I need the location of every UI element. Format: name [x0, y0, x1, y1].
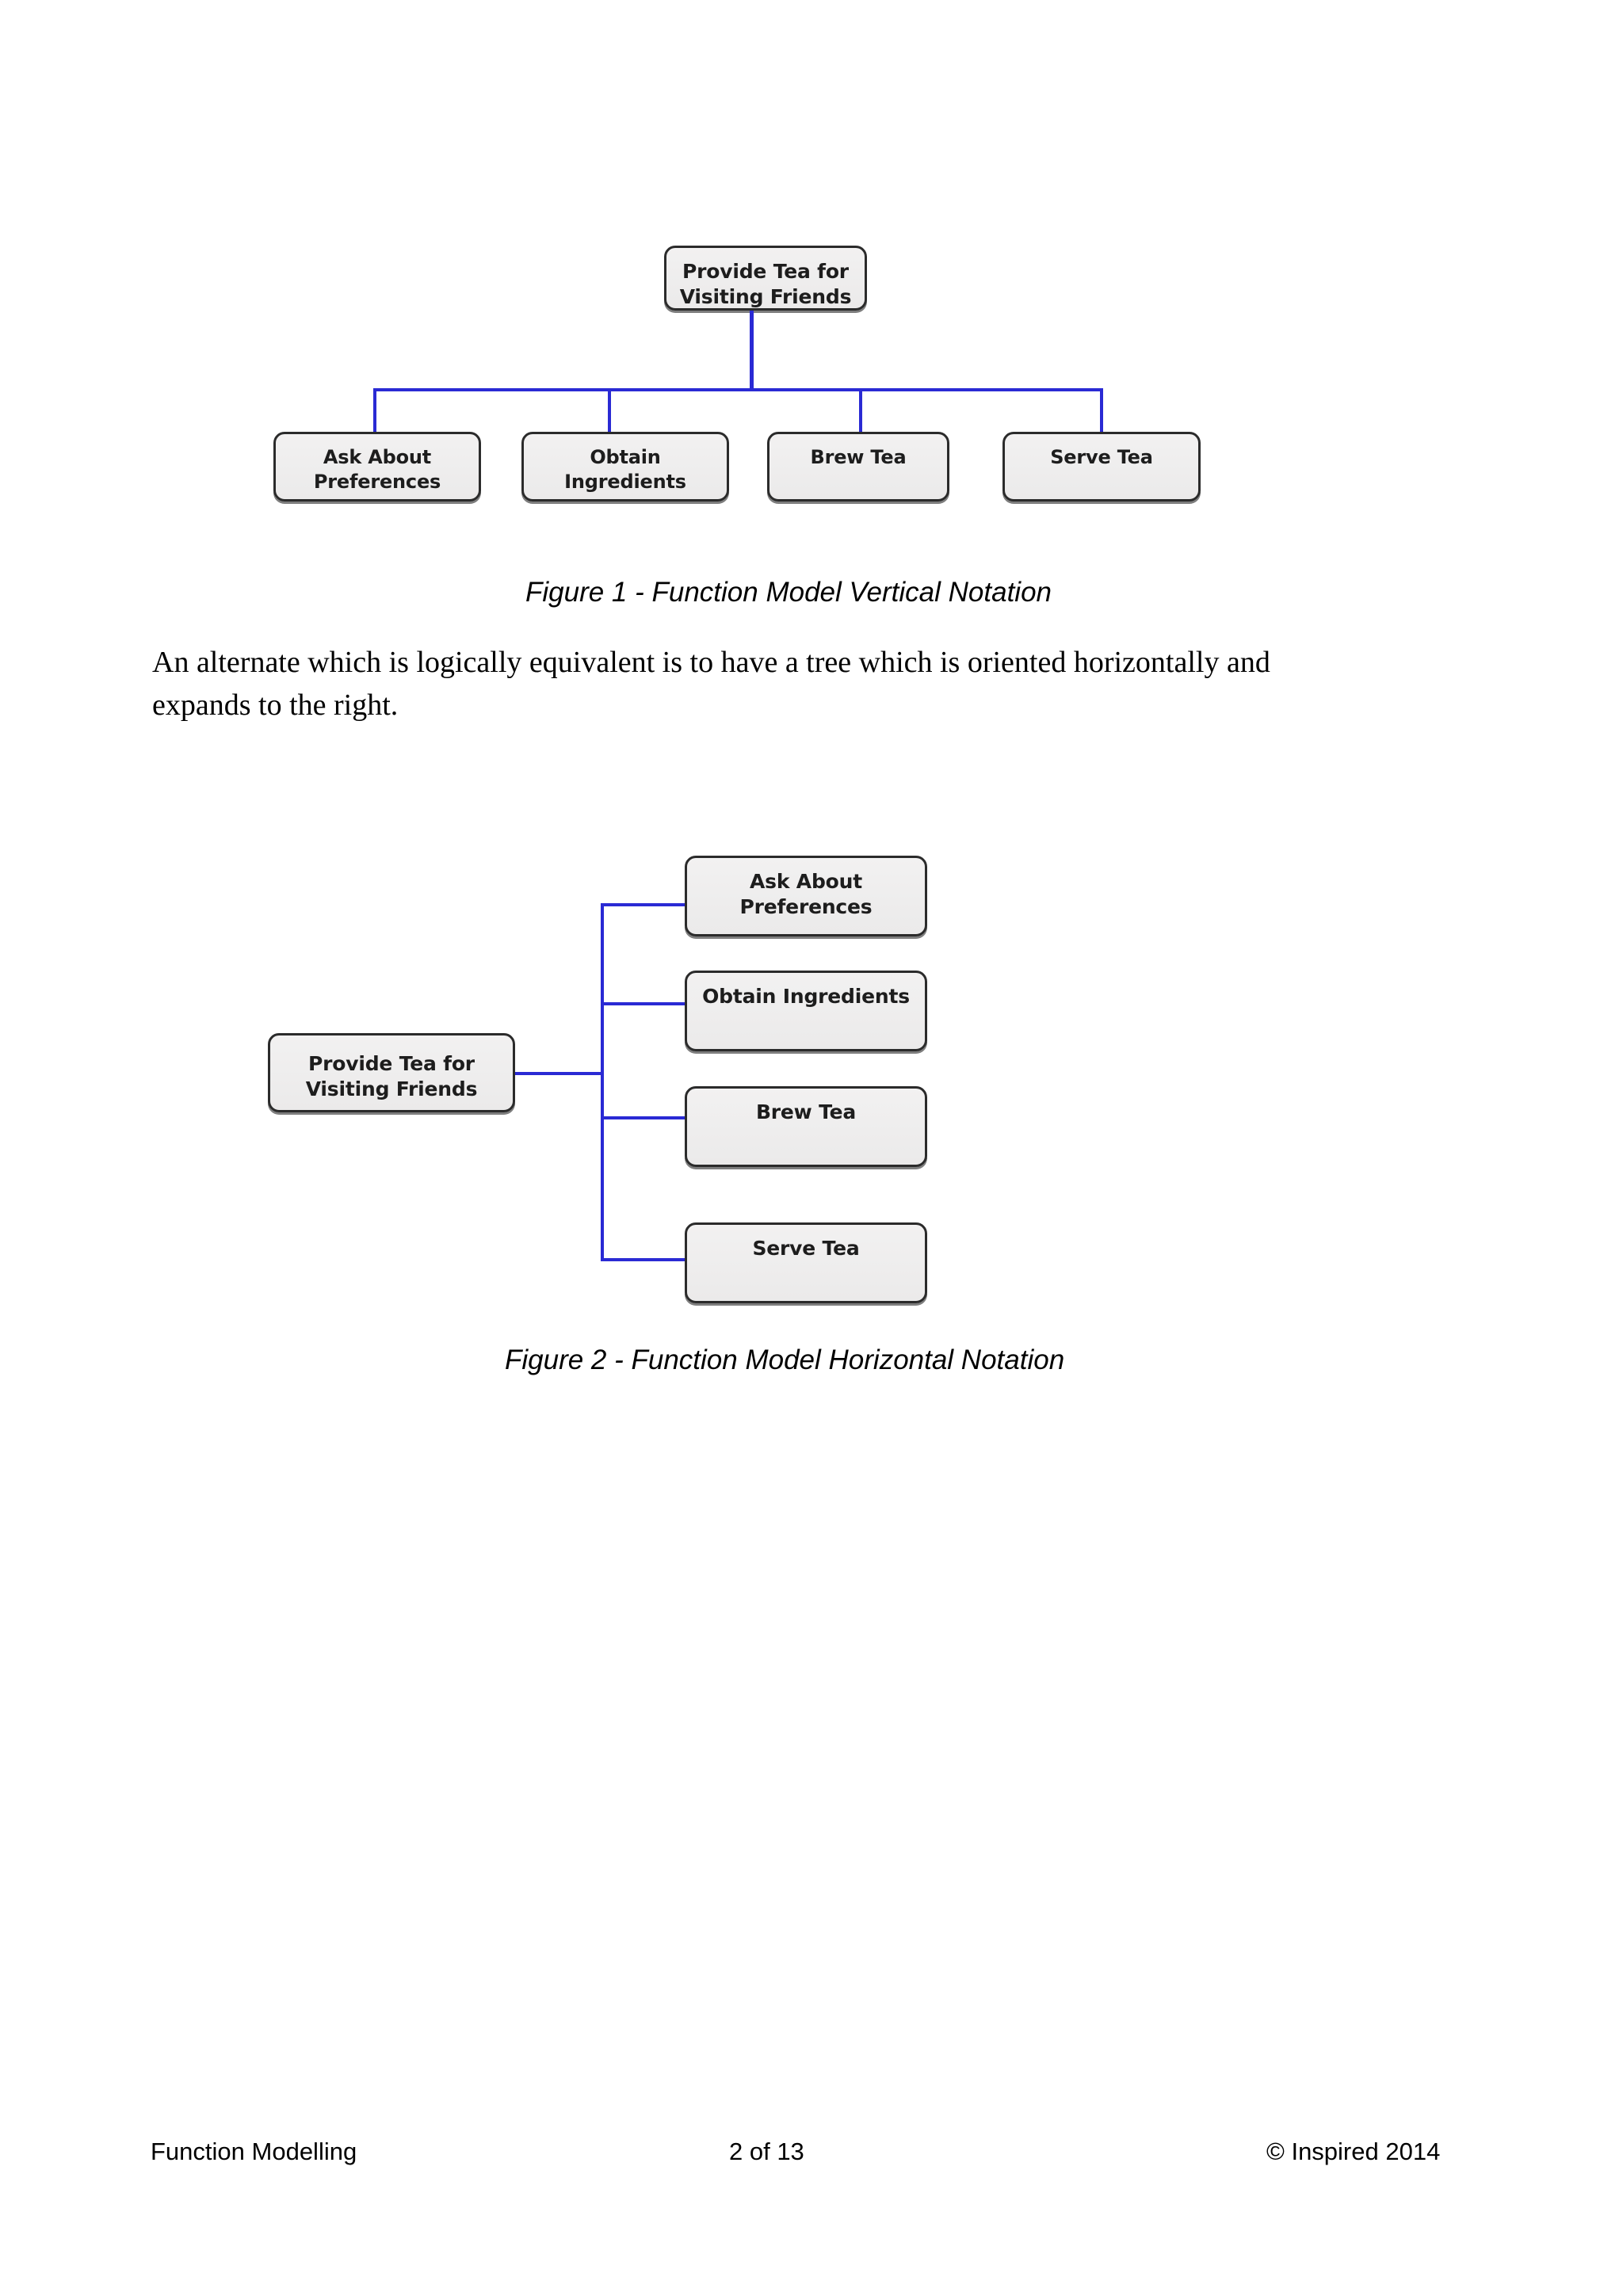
- figure2-connector-trunk: [601, 903, 604, 1261]
- figure1-node-child-1-label: Ask About Preferences: [313, 446, 441, 493]
- figure2-node-child-1-label: Ask About Preferences: [739, 870, 873, 918]
- figure2-node-root[interactable]: Provide Tea for Visiting Friends: [268, 1033, 515, 1112]
- figure2-node-child-3[interactable]: Brew Tea: [685, 1086, 927, 1167]
- figure1-connector-leg-4: [1100, 388, 1103, 434]
- figure1-connector-leg-3: [859, 388, 862, 434]
- figure2-node-child-4-label: Serve Tea: [752, 1237, 860, 1260]
- figure1-node-child-2[interactable]: Obtain Ingredients: [521, 432, 729, 502]
- figure1-node-child-2-label: Obtain Ingredients: [564, 446, 686, 493]
- figure1-node-child-3[interactable]: Brew Tea: [767, 432, 949, 502]
- figure1-connector-trunk: [750, 311, 754, 391]
- figure2-connector-arm-1: [601, 903, 688, 906]
- footer-copyright: © Inspired 2014: [1266, 2138, 1441, 2165]
- figure1-node-child-4-label: Serve Tea: [1050, 446, 1153, 468]
- figure1-node-child-3-label: Brew Tea: [810, 446, 907, 468]
- figure2-node-root-label: Provide Tea for Visiting Friends: [305, 1052, 478, 1100]
- body-paragraph-line-1: An alternate which is logically equivale…: [152, 646, 1270, 679]
- figure2-node-child-4[interactable]: Serve Tea: [685, 1222, 927, 1303]
- figure2-node-child-1[interactable]: Ask About Preferences: [685, 856, 927, 936]
- figure2-node-child-2-label: Obtain Ingredients: [702, 985, 910, 1008]
- figure-2-caption: Figure 2 - Function Model Horizontal Not…: [505, 1344, 1065, 1375]
- figure1-node-child-4[interactable]: Serve Tea: [1002, 432, 1201, 502]
- figure2-connector-root-stem: [515, 1072, 604, 1075]
- figure-1-caption: Figure 1 - Function Model Vertical Notat…: [525, 577, 1052, 608]
- figure1-connector-leg-2: [608, 388, 611, 434]
- figure1-connector-bus-mid: [710, 388, 753, 391]
- figure2-node-child-3-label: Brew Tea: [755, 1100, 857, 1123]
- figure1-node-root-label: Provide Tea for Visiting Friends: [679, 260, 852, 308]
- footer-page-number: 2 of 13: [729, 2138, 804, 2165]
- figure2-connector-arm-4: [601, 1258, 688, 1261]
- figure1-node-child-1[interactable]: Ask About Preferences: [273, 432, 481, 502]
- figure2-connector-arm-3: [601, 1116, 688, 1119]
- figure1-connector-bus-right: [750, 388, 1103, 391]
- figure1-node-root[interactable]: Provide Tea for Visiting Friends: [664, 246, 867, 311]
- figure1-connector-bus: [373, 388, 713, 391]
- figure2-connector-arm-2: [601, 1002, 688, 1005]
- footer-left: Function Modelling: [151, 2138, 357, 2165]
- body-paragraph-line-2: expands to the right.: [152, 688, 399, 722]
- figure1-connector-leg-1: [373, 388, 376, 434]
- figure2-node-child-2[interactable]: Obtain Ingredients: [685, 971, 927, 1051]
